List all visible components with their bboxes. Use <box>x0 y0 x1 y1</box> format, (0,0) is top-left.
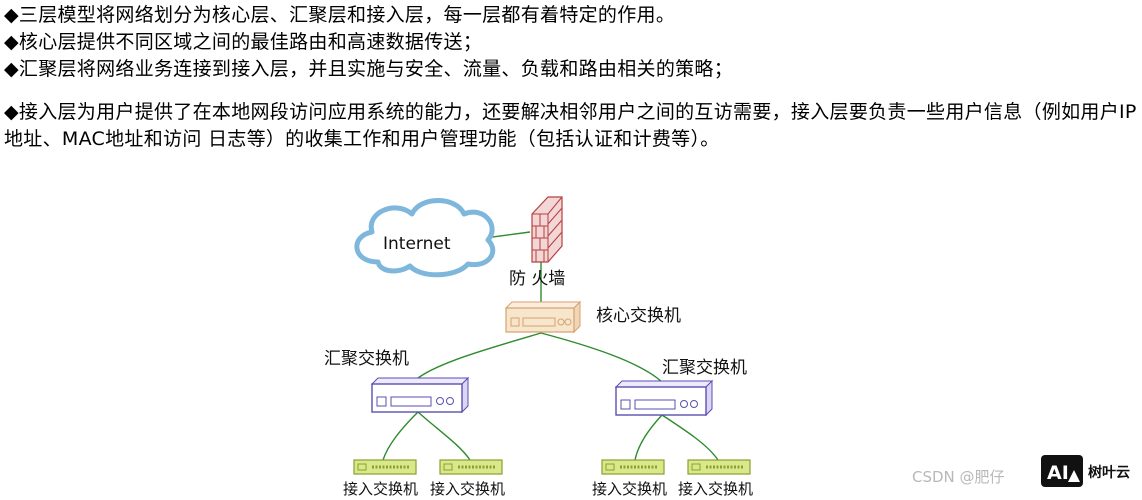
aggregation-switch-left-icon <box>370 376 470 414</box>
text-block: ◆三层模型将网络划分为核心层、汇聚层和接入层，每一层都有着特定的作用。 ◆核心层… <box>4 2 1140 153</box>
core-switch-icon <box>504 300 582 334</box>
aggregation-switch-right-icon <box>614 379 714 417</box>
access-switch-2-icon <box>439 459 503 475</box>
csdn-watermark: CSDN @肥仔 <box>912 468 1005 486</box>
connection-lines <box>382 231 719 461</box>
bullet-4: ◆接入层为用户提供了在本地网段访问应用系统的能力，还要解决相邻用户之间的互访需要… <box>4 101 1137 150</box>
ai-logo-icon: AI <box>1041 455 1083 487</box>
bullet-3: ◆汇聚层将网络业务连接到接入层，并且实施与安全、流量、负载和路由相关的策略； <box>4 58 734 80</box>
access-switch-1-icon <box>353 459 417 475</box>
ai-logo-text: AI <box>1047 462 1069 484</box>
access-switch-4-icon <box>687 459 751 475</box>
firewall-icon <box>531 196 563 263</box>
internet-cloud-icon <box>354 198 496 278</box>
brand-watermark: 树叶云 <box>1088 464 1130 481</box>
agg-left-access-2 <box>417 411 471 461</box>
aggregation-right-label: 汇聚交换机 <box>662 358 747 378</box>
bullet-1: ◆三层模型将网络划分为核心层、汇聚层和接入层，每一层都有着特定的作用。 <box>4 4 676 26</box>
core-switch-label: 核心交换机 <box>596 306 681 326</box>
access-switch-3-icon <box>601 459 665 475</box>
agg-left-access-1 <box>382 411 419 461</box>
access-switch-3-label: 接入交换机 <box>592 480 667 498</box>
access-switch-2-label: 接入交换机 <box>430 480 505 498</box>
agg-right-access-1 <box>634 414 663 461</box>
bullet-2: ◆核心层提供不同区域之间的最佳路由和高速数据传送； <box>4 31 483 53</box>
core-agg-left-link <box>417 332 542 379</box>
agg-right-access-2 <box>661 414 719 461</box>
aggregation-left-label: 汇聚交换机 <box>324 349 409 369</box>
firewall-label: 防 火墙 <box>509 269 565 289</box>
access-switch-4-label: 接入交换机 <box>678 480 753 498</box>
internet-label: Internet <box>383 234 451 254</box>
core-agg-right-link <box>540 332 663 383</box>
access-switch-1-label: 接入交换机 <box>343 480 418 498</box>
